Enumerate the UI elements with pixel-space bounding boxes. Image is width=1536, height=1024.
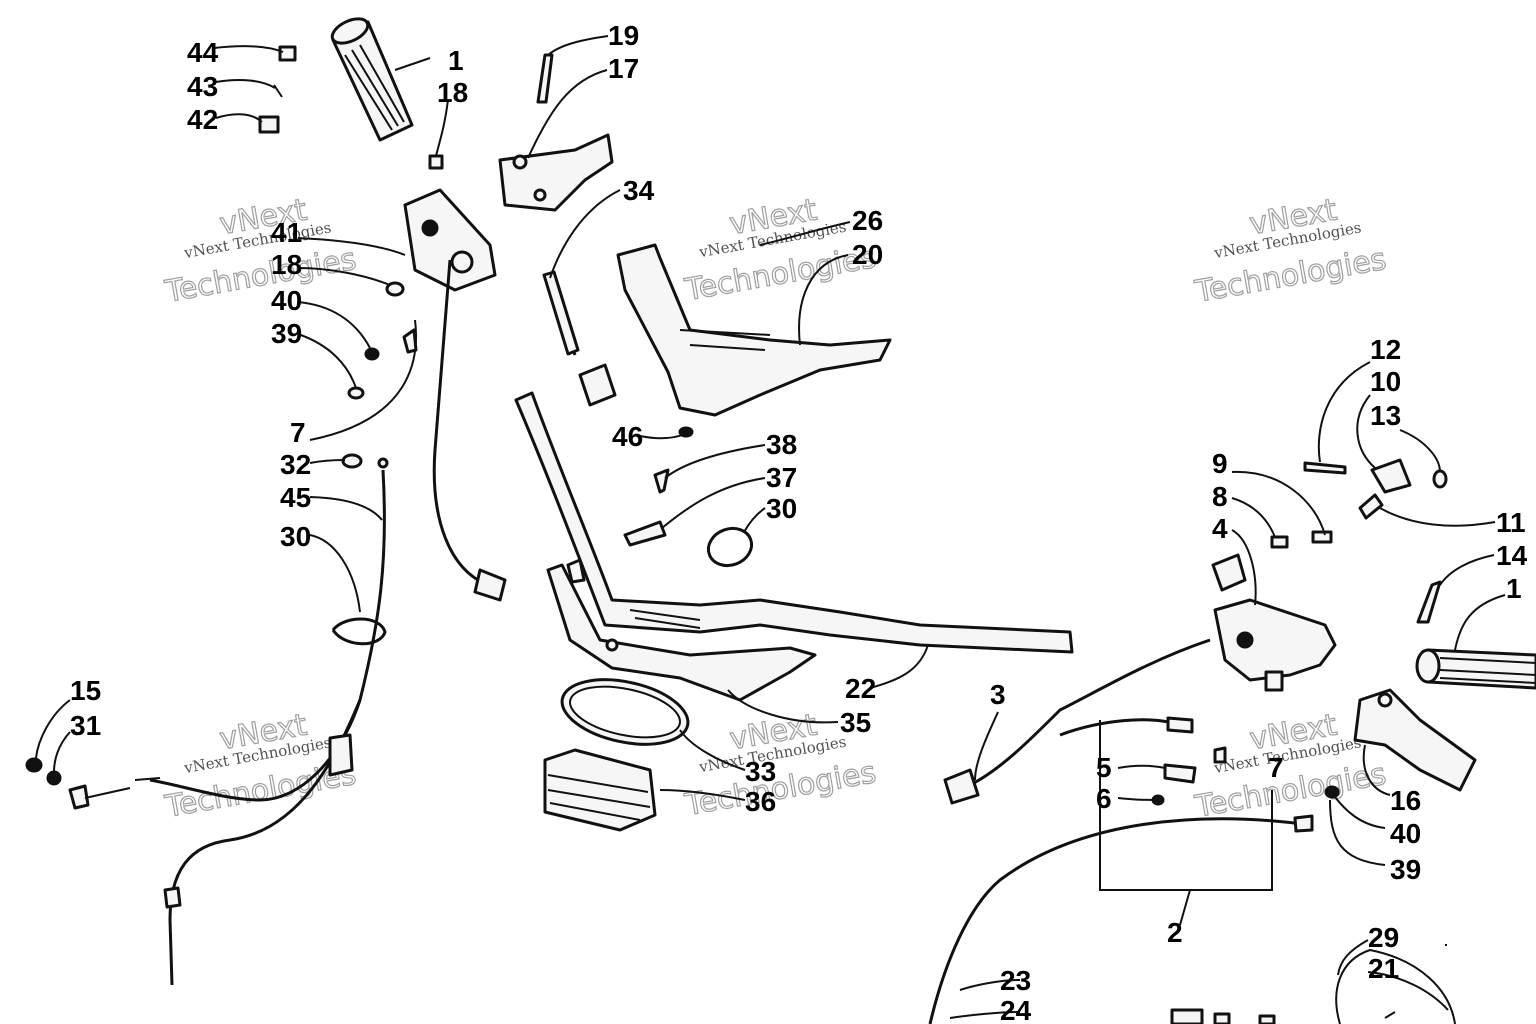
handlebar xyxy=(514,391,1074,654)
small-hardware-center xyxy=(623,468,754,568)
label-9: 9 xyxy=(1212,448,1228,479)
label-11: 11 xyxy=(1496,507,1526,538)
label-6: 6 xyxy=(1096,783,1112,814)
label-33: 33 xyxy=(745,756,776,787)
label-23: 23 xyxy=(1000,965,1031,996)
label-31: 31 xyxy=(70,710,101,741)
label-18: 18 xyxy=(437,77,468,108)
label-32: 32 xyxy=(280,449,311,480)
throttle-cable-2 xyxy=(928,814,1314,1024)
label-41: 41 xyxy=(271,217,302,248)
left-switch-housing xyxy=(403,188,497,292)
band-clamp-33 xyxy=(560,678,690,746)
label-21: 21 xyxy=(1368,953,1399,984)
label-39: 39 xyxy=(271,318,302,349)
label-14: 14 xyxy=(1496,540,1528,571)
part-labels: 44 43 42 1 18 19 17 41 18 40 39 7 34 26 … xyxy=(70,20,1528,1024)
left-grip xyxy=(330,17,414,142)
label-7: 7 xyxy=(290,417,306,448)
label-16: 16 xyxy=(1390,785,1421,816)
watermark-3: vNext Technologies vNext Technologies xyxy=(1191,192,1389,311)
label-10: 10 xyxy=(1370,366,1401,397)
brake-cable-assembly xyxy=(25,453,389,986)
brake-lever-16 xyxy=(1324,688,1477,799)
label-40: 40 xyxy=(271,285,302,316)
label-36: 36 xyxy=(745,786,776,817)
right-switch-housing xyxy=(1211,530,1337,692)
label-1: 1 xyxy=(448,45,464,76)
label-29: 29 xyxy=(1368,922,1399,953)
label-38: 38 xyxy=(766,429,797,460)
label-3: 3 xyxy=(990,679,1006,710)
label-1-b: 1 xyxy=(1506,573,1522,604)
label-42: 42 xyxy=(187,104,218,135)
small-hardware-left xyxy=(258,45,554,400)
label-45: 45 xyxy=(280,482,311,513)
label-15: 15 xyxy=(70,675,101,706)
label-18-b: 18 xyxy=(271,249,302,280)
label-5: 5 xyxy=(1096,752,1112,783)
label-19: 19 xyxy=(608,20,639,51)
label-24: 24 xyxy=(1000,995,1032,1024)
label-39-b: 39 xyxy=(1390,854,1421,885)
throttle-lever xyxy=(498,133,614,212)
watermark-2: vNext Technologies vNext Technologies xyxy=(681,192,879,309)
riser-clamp-35 xyxy=(546,558,817,702)
label-30: 30 xyxy=(280,521,311,552)
foam-pad-36 xyxy=(543,748,657,832)
label-40-b: 40 xyxy=(1390,818,1421,849)
bottom-parts-29-21 xyxy=(1170,948,1456,1024)
label-17: 17 xyxy=(608,53,639,84)
left-cable-loop xyxy=(309,259,507,602)
label-13: 13 xyxy=(1370,400,1401,431)
label-35: 35 xyxy=(840,707,871,738)
label-43: 43 xyxy=(187,71,218,102)
label-8: 8 xyxy=(1212,481,1228,512)
label-30-b: 30 xyxy=(766,493,797,524)
harness-with-plug-34 xyxy=(542,270,617,407)
label-34: 34 xyxy=(623,175,655,206)
label-37: 37 xyxy=(766,462,797,493)
label-2: 2 xyxy=(1167,917,1183,948)
label-26: 26 xyxy=(852,205,883,236)
label-46: 46 xyxy=(612,421,643,452)
label-20: 20 xyxy=(852,239,883,270)
wiring-harness-3 xyxy=(943,638,1273,891)
small-hardware-right xyxy=(1151,458,1448,806)
label-7-b: 7 xyxy=(1268,752,1284,783)
label-22: 22 xyxy=(845,673,876,704)
label-4: 4 xyxy=(1212,513,1228,544)
label-12: 12 xyxy=(1370,334,1401,365)
label-44: 44 xyxy=(187,37,219,68)
watermark-1: vNext Technologies vNext Technologies xyxy=(161,192,359,311)
leader-lines xyxy=(35,35,1506,1019)
right-grip xyxy=(1415,580,1536,690)
